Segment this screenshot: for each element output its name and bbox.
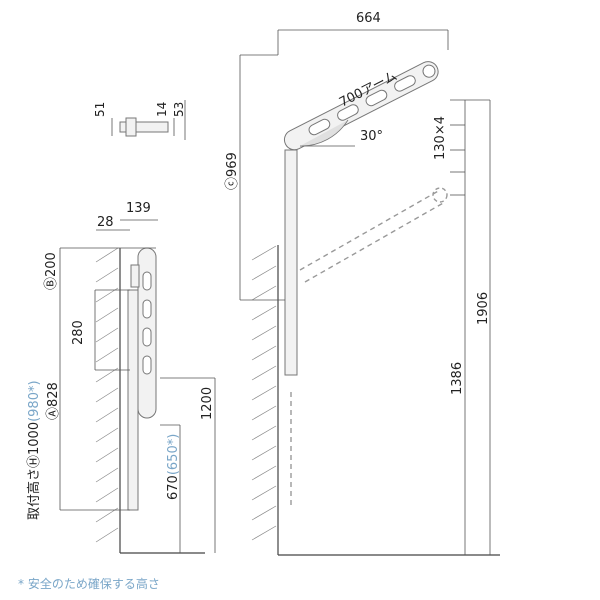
dim-280: 280 bbox=[71, 320, 86, 345]
dim-51: 51 bbox=[93, 102, 107, 117]
footnote: * 安全のため確保する高さ bbox=[18, 576, 160, 591]
dim-14: 14 bbox=[155, 102, 169, 117]
dim-664: 664 bbox=[356, 11, 381, 26]
bracket-detail: 51 14 53 bbox=[93, 100, 186, 140]
dim-139: 139 bbox=[126, 201, 151, 216]
height-label: 取付高さⒽ1000 bbox=[26, 422, 42, 520]
bracket-body bbox=[119, 121, 169, 133]
angle-arc bbox=[299, 119, 349, 147]
dim-1906: 1906 bbox=[476, 292, 491, 325]
front-arm-lowered bbox=[299, 189, 441, 271]
svg-text:670(650*): 670(650*) bbox=[166, 434, 181, 500]
bracket-clamp bbox=[125, 117, 137, 137]
height-alt: (980*) bbox=[27, 380, 42, 421]
dim-1200: 1200 bbox=[200, 387, 215, 420]
front-arm bbox=[283, 61, 439, 151]
height-label-group: 取付高さⒽ1000(980*) bbox=[26, 380, 42, 520]
side-view: 139 28 Ⓑ200 280 Ⓐ828 取付高さⒽ1000(980*) 120… bbox=[26, 201, 216, 554]
dim-28: 28 bbox=[97, 215, 114, 230]
dim-130x4: 130×4 bbox=[433, 116, 448, 160]
front-wall-hatch bbox=[251, 245, 277, 541]
front-view: 664 700アーム 30° 130×4 ⓒ969 1906 1386 bbox=[225, 11, 500, 556]
angle-label: 30° bbox=[360, 129, 383, 144]
dim-670: 670 bbox=[166, 475, 181, 500]
dim-670-group: 670(650*) bbox=[166, 434, 181, 500]
dim-b200: Ⓑ200 bbox=[44, 252, 59, 290]
side-wall-hatch bbox=[95, 247, 119, 543]
dim-670-alt: (650*) bbox=[166, 434, 181, 475]
svg-text:取付高さⒽ1000(980*): 取付高さⒽ1000(980*) bbox=[26, 380, 42, 520]
dim-1386: 1386 bbox=[450, 362, 465, 395]
side-pole bbox=[127, 289, 139, 511]
dim-53: 53 bbox=[172, 102, 186, 117]
dim-969: ⓒ969 bbox=[225, 152, 240, 190]
dim-a828: Ⓐ828 bbox=[46, 382, 61, 420]
front-pole bbox=[284, 149, 298, 376]
